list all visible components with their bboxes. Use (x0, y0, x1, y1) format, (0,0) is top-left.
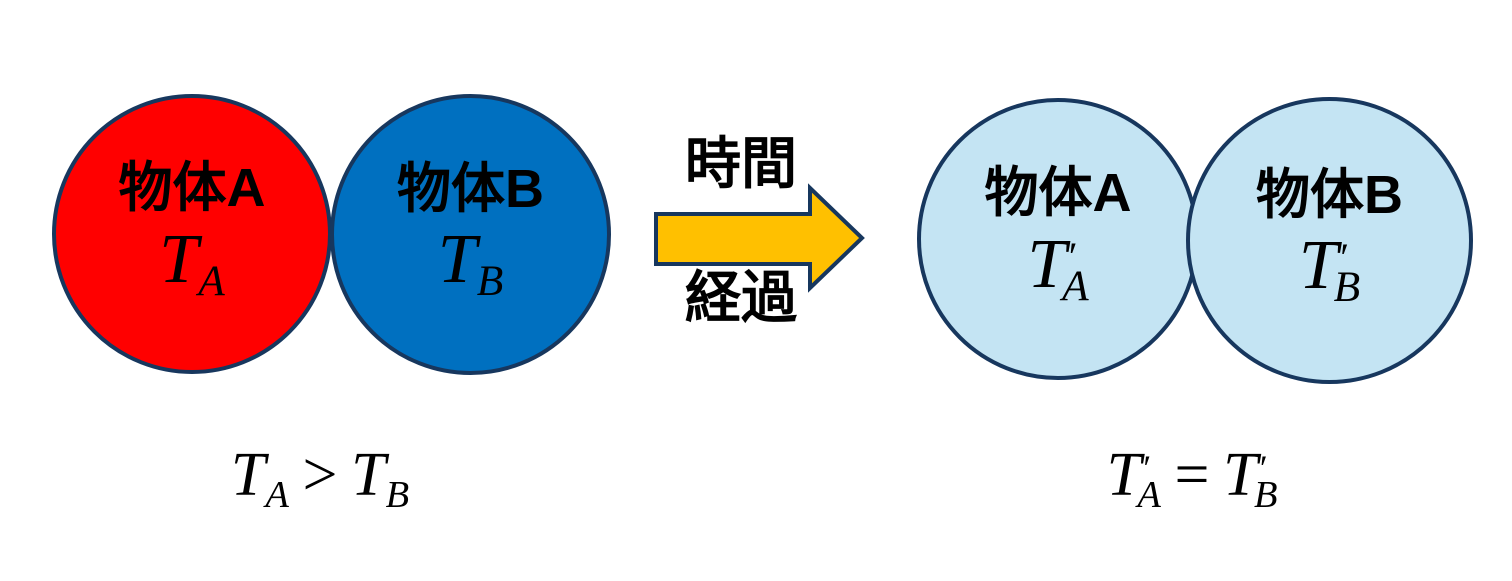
object-a-before-temperature: TA (159, 224, 224, 302)
rhs-subscript: B (385, 473, 410, 516)
object-a-after-circle: 物体A T′A (917, 98, 1199, 380)
prime-mark: ′ (1066, 233, 1076, 279)
temperature-symbol: T (1027, 225, 1067, 303)
object-b-after-temperature: T′B (1299, 231, 1360, 309)
equals-operator: = (1174, 441, 1210, 509)
time-elapse-arrow-icon (654, 183, 865, 293)
prime-mark: ′ (1337, 235, 1347, 281)
temperature-symbol: T (1298, 227, 1338, 305)
object-a-after-label: 物体A (984, 163, 1132, 224)
temperature-symbol: T (159, 220, 199, 298)
lhs-symbol: T (230, 441, 266, 509)
temperature-symbol: T (437, 221, 477, 299)
object-b-after-label: 物体B (1256, 164, 1403, 225)
rhs-subscript: B (1253, 473, 1278, 516)
lhs-prime-mark: ′ (1141, 447, 1149, 488)
object-a-after-temperature: T′A (1027, 229, 1088, 307)
object-a-before-label: 物体A (118, 158, 266, 219)
arrow-shape (654, 183, 865, 293)
after-relation-formula: T′A=T′B (1032, 438, 1352, 516)
rhs-symbol: T (1223, 441, 1258, 509)
object-b-before-circle: 物体B TB (330, 94, 611, 375)
elapse-label: 経過 (685, 266, 797, 329)
object-b-after-circle: 物体B T′B (1186, 97, 1473, 384)
object-a-before-circle: 物体A TA (52, 94, 332, 374)
time-label: 時間 (685, 132, 797, 195)
temperature-subscript: B (476, 257, 504, 306)
lhs-subscript: A (265, 473, 289, 516)
object-b-before-label: 物体B (397, 158, 544, 219)
temperature-subscript: B (1333, 263, 1361, 312)
before-relation-formula: TA>TB (160, 438, 480, 516)
rhs-prime-mark: ′ (1257, 447, 1266, 488)
lhs-symbol: T (1106, 441, 1142, 509)
lhs-subscript: A (1137, 473, 1161, 516)
temperature-subscript: A (198, 256, 225, 305)
greater-than-operator: > (302, 441, 338, 509)
temperature-subscript: A (1062, 261, 1089, 310)
rhs-symbol: T (351, 441, 386, 509)
object-b-before-temperature: TB (438, 225, 503, 303)
